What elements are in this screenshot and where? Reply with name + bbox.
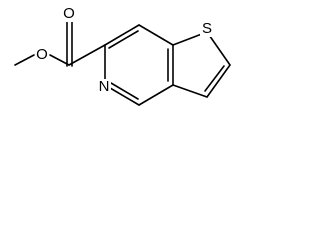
bond-s1-c2 (206, 31, 231, 66)
bond-carbonyl-c6 (68, 44, 106, 66)
ring-sulfur-label: S (202, 20, 212, 37)
atom-labels: O O N S (35, 5, 214, 95)
bond-ester-oxygen-carbonyl (49, 54, 70, 66)
bond-c3-c3a (172, 84, 208, 98)
bond-c3a-c4 (138, 84, 174, 106)
ring-nitrogen-label: N (99, 78, 110, 95)
bond-c6-c7 (104, 24, 140, 46)
bond-c2-c3 (206, 64, 231, 98)
bond-c7-c7a (138, 24, 174, 46)
molecule-diagram: O O N S (14, 5, 231, 106)
bond-c2-c3-inner (204, 65, 225, 92)
bonds (14, 20, 231, 106)
bond-methyl-ester-oxygen (14, 54, 35, 66)
carbonyl-oxygen-label: O (63, 5, 75, 22)
bond-c6-c7-inner (108, 30, 139, 49)
bond-c4-n5-inner (110, 82, 139, 100)
ester-oxygen-label: O (36, 46, 48, 63)
